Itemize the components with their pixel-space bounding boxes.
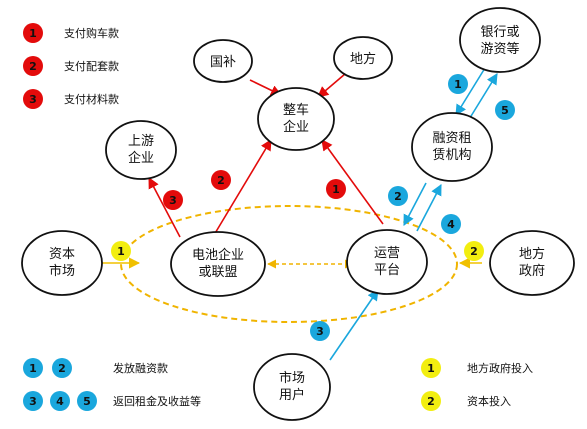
node-guobu: 国补 [193, 39, 253, 83]
svg-text:1: 1 [29, 27, 37, 40]
flow-battery-to-vehicle [213, 139, 272, 236]
node-difang-label: 地方 [350, 51, 376, 67]
svg-text:4: 4 [56, 395, 64, 408]
svg-text:2: 2 [427, 395, 435, 408]
flow-users-to-platform [329, 289, 379, 361]
legend-red-item-1: 1 支付购车款 [23, 23, 119, 43]
svg-text:1: 1 [29, 362, 37, 375]
node-guobu-label: 国补 [210, 55, 236, 70]
alliance-dashed-ellipse [120, 205, 458, 323]
node-vehicle-line1: 整车 [283, 102, 309, 118]
svg-text:1: 1 [427, 362, 435, 375]
node-difang: 地方 [333, 36, 393, 80]
node-gov: 地方 政府 [489, 230, 575, 296]
node-battery: 电池企业 或联盟 [170, 231, 266, 297]
svg-text:1: 1 [454, 78, 462, 91]
svg-text:5: 5 [83, 395, 91, 408]
node-vehicle-line2: 企业 [283, 119, 309, 135]
node-bank: 银行或 游资等 [459, 7, 541, 73]
legend-blue-issue: 1 2 发放融资款 [23, 358, 168, 378]
node-battery-line1: 电池企业 [192, 247, 244, 263]
flow-battery-to-upstream [148, 177, 181, 238]
node-vehicle: 整车 企业 [257, 87, 335, 151]
svg-text:支付配套款: 支付配套款 [64, 59, 119, 73]
node-upstream-line2: 企业 [128, 150, 154, 166]
node-users-line1: 市场 [279, 370, 305, 386]
svg-text:发放融资款: 发放融资款 [113, 361, 168, 375]
svg-text:5: 5 [501, 104, 509, 117]
legend-yellow-item-1: 1 地方政府投入 [421, 358, 533, 378]
node-battery-line2: 或联盟 [198, 265, 237, 280]
flow-difang-to-vehicle [317, 73, 346, 98]
badge-blue-bank-leasing: 1 [448, 74, 468, 94]
node-leasing-line2: 赁机构 [432, 148, 471, 163]
badge-red-battery-upstream: 3 [163, 190, 183, 210]
svg-text:返回租金及收益等: 返回租金及收益等 [113, 394, 201, 408]
badge-red-battery-vehicle: 2 [211, 170, 231, 190]
svg-text:2: 2 [29, 60, 37, 73]
svg-text:3: 3 [169, 194, 177, 207]
svg-text:支付材料款: 支付材料款 [64, 92, 119, 106]
svg-text:2: 2 [217, 174, 225, 187]
svg-text:4: 4 [447, 218, 455, 231]
node-leasing: 融资租 赁机构 [411, 112, 493, 182]
node-gov-line2: 政府 [519, 264, 545, 279]
flow-bank-to-leasing [455, 67, 486, 116]
badge-blue-users-platform: 3 [310, 321, 330, 341]
node-upstream: 上游 企业 [105, 120, 177, 180]
node-bank-line2: 游资等 [480, 41, 519, 57]
svg-text:2: 2 [394, 190, 402, 203]
badge-yellow-gov: 2 [464, 241, 484, 261]
svg-text:支付购车款: 支付购车款 [64, 26, 119, 40]
flow-platform-to-vehicle [321, 139, 384, 225]
badge-yellow-capital: 1 [111, 241, 131, 261]
badge-blue-leasing-platform: 2 [388, 186, 408, 206]
badge-red-platform-vehicle: 1 [326, 179, 346, 199]
node-platform-line1: 运营 [374, 246, 400, 261]
svg-text:3: 3 [316, 325, 324, 338]
legend-red-item-2: 2 支付配套款 [23, 56, 119, 76]
svg-text:2: 2 [58, 362, 66, 375]
node-upstream-line1: 上游 [128, 134, 154, 149]
node-leasing-line1: 融资租 [432, 131, 471, 146]
svg-text:资本投入: 资本投入 [467, 394, 511, 408]
svg-text:3: 3 [29, 395, 37, 408]
badge-blue-leasing-bank: 5 [495, 100, 515, 120]
node-capital-line2: 市场 [49, 263, 75, 279]
node-capital-line1: 资本 [49, 247, 75, 262]
node-bank-line1: 银行或 [480, 25, 519, 40]
node-platform-line2: 平台 [374, 263, 400, 278]
flow-leasing-to-bank [467, 73, 498, 122]
svg-text:地方政府投入: 地方政府投入 [467, 361, 533, 375]
node-users-line2: 用户 [279, 387, 305, 403]
svg-text:1: 1 [117, 245, 125, 258]
flow-platform-to-leasing [416, 184, 442, 232]
node-capital: 资本 市场 [21, 230, 103, 296]
legend-yellow-item-2: 2 资本投入 [421, 391, 511, 411]
legend-red-item-3: 3 支付材料款 [23, 89, 119, 109]
svg-text:2: 2 [470, 245, 478, 258]
svg-text:1: 1 [332, 183, 340, 196]
svg-text:3: 3 [29, 93, 37, 106]
flow-leasing-to-platform [403, 182, 427, 226]
badge-blue-platform-leasing: 4 [441, 214, 461, 234]
node-platform: 运营 平台 [346, 229, 428, 295]
node-gov-line1: 地方 [519, 246, 545, 262]
legend-blue-return: 3 4 5 返回租金及收益等 [23, 391, 201, 411]
node-users: 市场 用户 [253, 353, 331, 421]
